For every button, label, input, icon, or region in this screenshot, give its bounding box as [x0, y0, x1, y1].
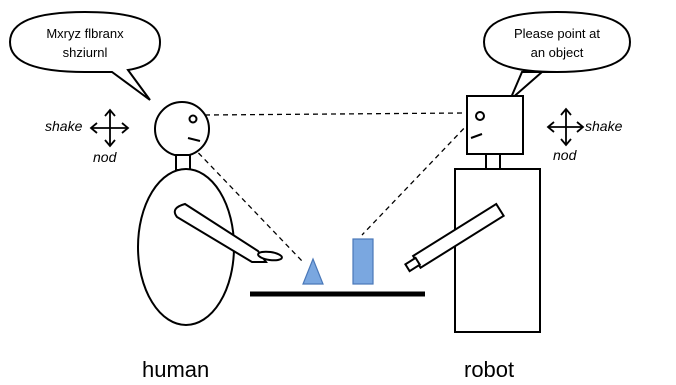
robot-eye [475, 111, 485, 121]
human-figure [137, 101, 283, 326]
human-shake-label: shake [45, 118, 83, 134]
robot-head [466, 95, 524, 155]
robot-gesture-arrows-icon [546, 107, 585, 147]
triangle-object [302, 257, 324, 285]
robot-speech-text: Please point at an object [497, 24, 617, 62]
robot-arm [404, 202, 506, 273]
robot-speech-line-2: an object [530, 45, 584, 60]
robot-speech-line-1: Please point at [513, 26, 600, 41]
human-body [137, 168, 235, 326]
human-caption: human [142, 357, 210, 382]
human-speech-line-2: shziurnl [62, 45, 108, 60]
human-speech-line-1: Mxryz flbranx [46, 26, 124, 41]
sight-lines [185, 112, 471, 263]
robot-neck [485, 153, 501, 170]
human-nod-label: nod [93, 149, 117, 165]
human-gesture-arrows-icon [89, 108, 130, 148]
rectangle-object [352, 238, 374, 285]
human-mouth [187, 137, 201, 142]
gaze-line-human-object [185, 139, 304, 263]
human-eye [188, 114, 198, 124]
human-arm [173, 202, 268, 263]
robot-shake-label: shake [585, 118, 623, 134]
robot-mouth [470, 133, 483, 139]
human-speech-text: Mxryz flbranx shziurnl [30, 24, 140, 62]
human-hand [257, 250, 283, 262]
human-head [154, 101, 210, 157]
robot-nod-label: nod [553, 147, 577, 163]
human-speech-bubble [8, 10, 162, 101]
robot-body [454, 168, 541, 333]
robot-speech-bubble [482, 10, 632, 101]
robot-figure [404, 95, 541, 333]
gaze-line-human-robot [204, 112, 466, 116]
robot-caption: robot [464, 357, 515, 382]
gaze-line-robot-object [361, 121, 471, 236]
human-neck [175, 154, 191, 171]
